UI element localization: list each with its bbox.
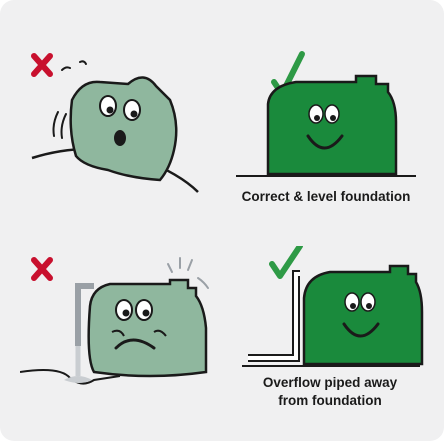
overflow-wet-tank-illustration bbox=[20, 280, 206, 384]
level-tank-illustration bbox=[236, 76, 416, 176]
panel-overflow-piped-tank: Overflow piped away from foundation bbox=[230, 246, 430, 416]
cross-icon bbox=[34, 56, 50, 74]
cross-icon bbox=[34, 260, 50, 278]
tilted-tank-illustration bbox=[32, 77, 198, 192]
overflow-piped-tank-illustration bbox=[242, 266, 422, 366]
caption-level-foundation: Correct & level foundation bbox=[226, 188, 426, 206]
panel-overflow-wet-tank bbox=[20, 248, 230, 398]
panel-tilted-tank bbox=[20, 40, 220, 210]
panel-level-tank: Correct & level foundation bbox=[226, 42, 426, 210]
caption-overflow-piped: Overflow piped away from foundation bbox=[230, 374, 430, 410]
